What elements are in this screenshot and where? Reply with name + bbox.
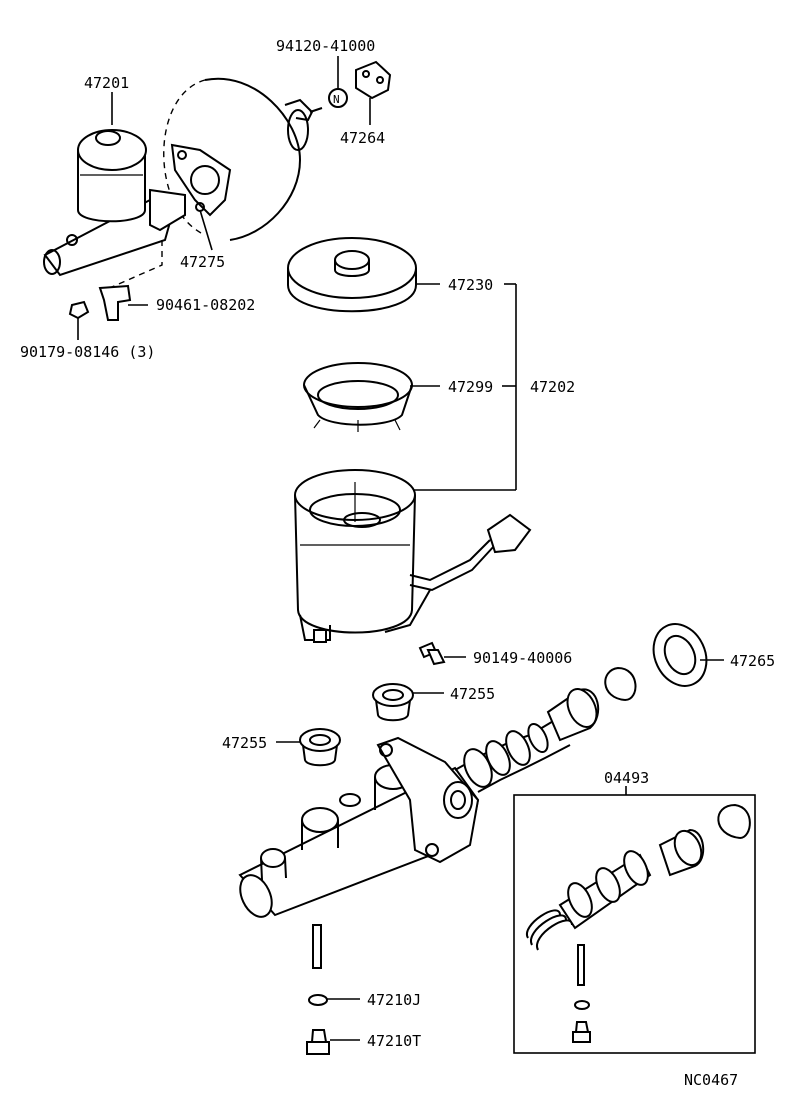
assembly-dash-line (104, 240, 163, 291)
piston-assembly-upper (454, 688, 600, 793)
nut-90179 (68, 300, 90, 320)
label-47275: 47275 (180, 253, 225, 271)
label-47265: 47265 (730, 652, 775, 670)
label-90461-08202: 90461-08202 (156, 296, 255, 314)
push-pin (312, 924, 322, 969)
pin-90149 (418, 641, 446, 666)
brake-booster (163, 77, 323, 241)
label-47264: 47264 (340, 129, 385, 147)
snap-ring-upper (604, 666, 637, 701)
label-47210T: 47210T (367, 1032, 421, 1050)
seal-47265 (652, 623, 708, 687)
master-cylinder-body (238, 736, 480, 918)
label-47230: 47230 (448, 276, 493, 294)
reservoir-cap (287, 237, 417, 313)
bracket-90461 (98, 284, 132, 321)
reservoir-tank (294, 469, 532, 643)
grommet-lower (299, 728, 341, 767)
kit-box-04493 (513, 786, 756, 1054)
clevis-47264 (355, 60, 392, 100)
label-47255-lower: 47255 (222, 734, 267, 752)
label-90179-08146: 90179-08146 (3) (20, 343, 155, 361)
grommet-upper (372, 683, 414, 722)
booster-gasket (170, 143, 232, 217)
master-cylinder-assembly-small (43, 129, 186, 277)
label-47255-upper: 47255 (450, 685, 495, 703)
reservoir-strainer (303, 362, 413, 432)
leader-lines (77, 56, 724, 1041)
label-04493: 04493 (604, 769, 649, 787)
label-47299: 47299 (448, 378, 493, 396)
drawing-code: NC0467 (684, 1071, 738, 1089)
label-47202: 47202 (530, 378, 575, 396)
new-part-nut: N (328, 88, 348, 108)
label-47210J: 47210J (367, 991, 421, 1009)
label-94120-41000: 94120-41000 (276, 37, 375, 55)
washer-47210J (308, 994, 328, 1006)
bleeder-47210T (306, 1029, 330, 1055)
label-90149-40006: 90149-40006 (473, 649, 572, 667)
new-part-mark: N (333, 93, 340, 106)
label-47201: 47201 (84, 74, 129, 92)
